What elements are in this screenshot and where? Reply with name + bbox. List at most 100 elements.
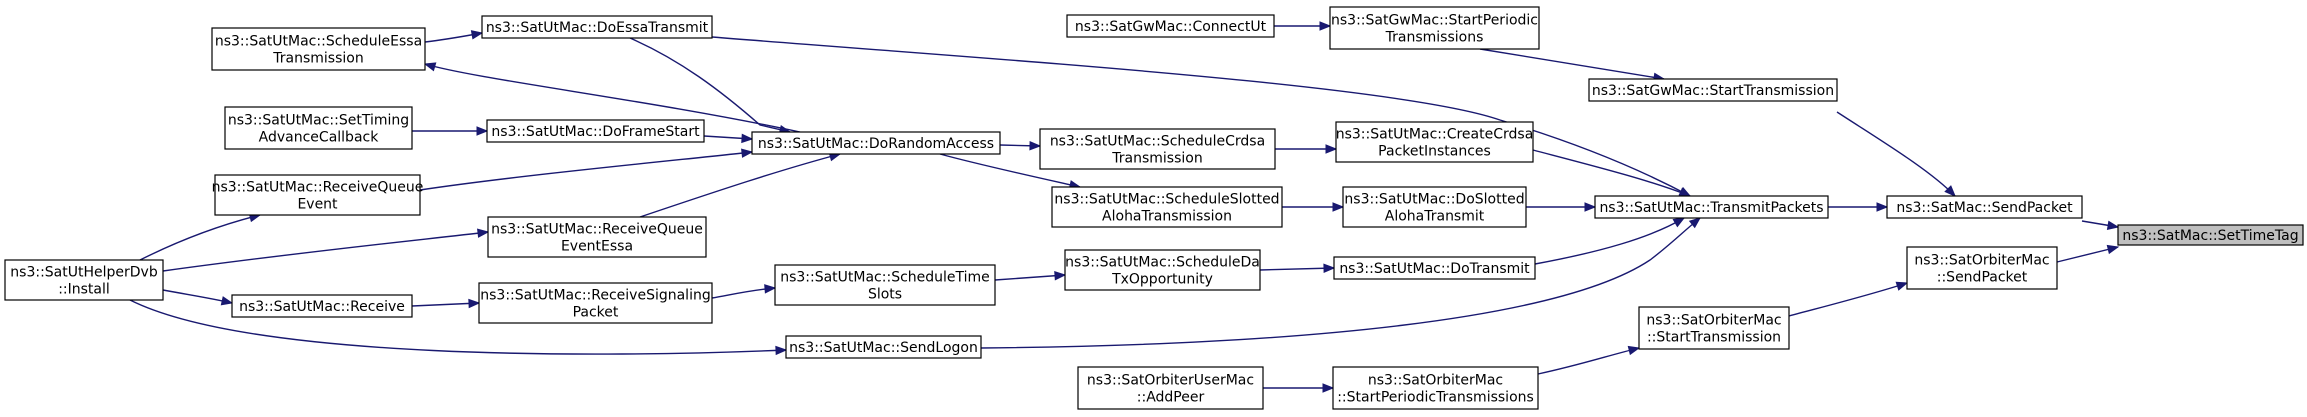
node-box: [1064, 249, 1261, 291]
edge-line: [129, 299, 787, 355]
edge-satMacSendPacket-to-setTimeTag: [2081, 220, 2120, 230]
edge-doEssaTransmit-to-doRandomAccess: [629, 37, 792, 135]
node-sendLogon[interactable]: ns3::SatUtMac::SendLogon: [785, 335, 982, 359]
node-label-line: EventEssa: [561, 239, 633, 255]
edge-sendLogon-to-transmitPackets: [980, 217, 1702, 349]
node-box: [4, 259, 164, 301]
edge-arrowhead: [1322, 383, 1335, 393]
edge-arrowhead: [470, 30, 484, 40]
edge-doRandomAccess-to-scheduleCrdsa: [999, 141, 1042, 151]
node-box: [785, 335, 982, 359]
node-box: [751, 131, 1001, 155]
node-label-line: ns3::SatUtMac::DoEssaTransmit: [486, 20, 709, 36]
edge-doSlottedAloha-to-transmitPackets: [1526, 202, 1597, 212]
node-box: [486, 119, 705, 143]
node-scheduleSlotted[interactable]: ns3::SatUtMac::ScheduleSlottedAlohaTrans…: [1051, 186, 1283, 228]
edge-arrowhead: [741, 133, 754, 144]
edge-arrowhead: [1876, 202, 1889, 212]
edge-line: [139, 214, 261, 261]
edge-arrowhead: [220, 296, 234, 306]
edge-receive-to-receiveSignaling: [411, 298, 481, 309]
node-box: [1333, 256, 1536, 280]
node-createCrdsa[interactable]: ns3::SatUtMac::CreateCrdsaPacketInstance…: [1335, 121, 1534, 163]
edge-line: [1788, 282, 1908, 317]
node-box: [231, 294, 413, 318]
edge-doTransmit-to-transmitPackets: [1534, 217, 1686, 265]
node-label-line: ns3::SatGwMac::StartTransmission: [1592, 83, 1834, 99]
node-gwStartPeriodic[interactable]: ns3::SatGwMac::StartPeriodicTransmission…: [1329, 6, 1540, 50]
node-doTransmit[interactable]: ns3::SatUtMac::DoTransmit: [1333, 256, 1536, 280]
node-orbiterAddPeer[interactable]: ns3::SatOrbiterUserMac::AddPeer: [1077, 366, 1264, 410]
edge-orbiterSendPacket-to-setTimeTag: [2056, 244, 2120, 263]
node-setTimeTag[interactable]: ns3::SatMac::SetTimeTag: [2117, 224, 2304, 246]
node-gwStartTransmission[interactable]: ns3::SatGwMac::StartTransmission: [1588, 78, 1838, 102]
node-doRandomAccess[interactable]: ns3::SatUtMac::DoRandomAccess: [751, 131, 1001, 155]
node-label-line: ns3::SatMac::SendPacket: [1896, 200, 2073, 216]
node-helperInstall[interactable]: ns3::SatUtHelperDvb::Install: [4, 259, 164, 301]
node-label-line: ns3::SatOrbiterUserMac: [1087, 373, 1254, 389]
node-label-line: ns3::SatOrbiterMac: [1646, 313, 1781, 329]
node-orbiterStartPeriodic[interactable]: ns3::SatOrbiterMac::StartPeriodicTransmi…: [1332, 366, 1539, 410]
node-label-line: ns3::SatUtMac::ReceiveQueue: [212, 180, 424, 196]
edge-line: [980, 217, 1701, 349]
node-label-line: ::Install: [58, 282, 110, 298]
edge-line: [424, 63, 801, 133]
node-box: [1886, 195, 2083, 219]
edge-line: [1537, 347, 1640, 375]
node-label-line: Transmission: [272, 51, 363, 67]
node-label-line: ns3::SatOrbiterMac: [1914, 253, 2049, 269]
node-label-line: ns3::SatGwMac::ConnectUt: [1075, 19, 1267, 35]
node-label-line: ns3::SatUtMac::ScheduleEssa: [215, 34, 422, 50]
node-box: [1051, 186, 1283, 228]
node-label-line: ns3::SatUtMac::CreateCrdsa: [1336, 127, 1534, 143]
edge-line: [1479, 48, 1665, 80]
node-label-line: ns3::SatUtMac::TransmitPackets: [1599, 200, 1823, 216]
edge-line: [1532, 149, 1691, 197]
edge-helperInstall-to-sendLogon: [129, 299, 788, 356]
edge-line: [162, 289, 233, 304]
node-receive[interactable]: ns3::SatUtMac::Receive: [231, 294, 413, 318]
edge-arrowhead: [1688, 217, 1702, 229]
edge-doEssaTransmit-to-transmitPackets: [711, 36, 1692, 197]
edge-helperInstall-to-receiveQueueEventEssa: [162, 228, 490, 272]
node-box: [2117, 224, 2304, 246]
node-satMacSendPacket[interactable]: ns3::SatMac::SendPacket: [1886, 195, 2083, 219]
node-orbiterSendPacket[interactable]: ns3::SatOrbiterMac::SendPacket: [1906, 246, 2058, 290]
node-label-line: Transmission: [1111, 151, 1202, 167]
node-label-line: Slots: [868, 287, 902, 303]
node-label-line: ::StartPeriodicTransmissions: [1337, 390, 1534, 406]
edge-line: [411, 302, 480, 307]
edge-orbiterStartTransmission-to-orbiterSendPacket: [1788, 281, 1909, 317]
node-label-line: PacketInstances: [1378, 144, 1491, 160]
edge-line: [1534, 217, 1685, 265]
node-box: [1329, 6, 1540, 50]
node-label-line: ns3::SatGwMac::StartPeriodic: [1331, 13, 1538, 29]
node-doFrameStart[interactable]: ns3::SatUtMac::DoFrameStart: [486, 119, 705, 143]
node-transmitPackets[interactable]: ns3::SatUtMac::TransmitPackets: [1594, 195, 1829, 219]
edge-arrowhead: [1323, 263, 1336, 274]
node-box: [774, 264, 996, 306]
node-box: [1594, 195, 1829, 219]
node-box: [211, 27, 426, 71]
node-box: [1342, 186, 1527, 228]
node-label-line: ns3::SatUtMac::Receive: [239, 299, 405, 315]
edge-transmitPackets-to-satMacSendPacket: [1828, 202, 1889, 212]
node-box: [1077, 366, 1264, 410]
node-label-line: TxOpportunity: [1111, 272, 1213, 288]
node-label-line: ::AddPeer: [1137, 390, 1205, 406]
edge-arrowhead: [476, 126, 489, 136]
node-orbiterStartTransmission[interactable]: ns3::SatOrbiterMac::StartTransmission: [1638, 306, 1790, 350]
node-label-line: ns3::SatUtMac::DoRandomAccess: [758, 136, 994, 152]
node-doEssaTransmit[interactable]: ns3::SatUtMac::DoEssaTransmit: [481, 15, 713, 39]
node-label-line: ns3::SatUtMac::ScheduleDa: [1065, 255, 1260, 271]
node-gwConnectUt[interactable]: ns3::SatGwMac::ConnectUt: [1066, 14, 1275, 38]
